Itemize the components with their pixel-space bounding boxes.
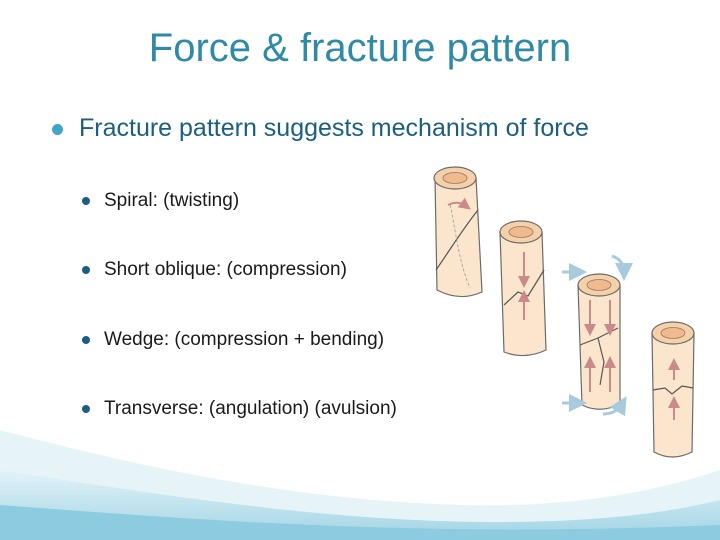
- sub-bullet-text: Short oblique: (compression): [104, 259, 347, 280]
- sub-bullet-spiral: Spiral: (twisting): [82, 190, 239, 212]
- bullet-dot-icon: [82, 197, 90, 205]
- sub-bullet-text: Transverse: (angulation) (avulsion): [104, 398, 397, 419]
- bullet-dot-icon: [82, 405, 90, 413]
- sub-bullet-transverse: Transverse: (angulation) (avulsion): [82, 398, 397, 420]
- sub-bullet-short-oblique: Short oblique: (compression): [82, 259, 347, 281]
- main-bullet-text: Fracture pattern suggests mechanism of f…: [79, 114, 589, 142]
- wedge-fracture-bone: [557, 252, 637, 420]
- sub-bullet-wedge: Wedge: (compression + bending): [82, 329, 384, 351]
- sub-bullet-text: Wedge: (compression + bending): [104, 329, 385, 350]
- sub-bullet-text: Spiral: (twisting): [104, 190, 240, 211]
- spiral-fracture-bone: [432, 158, 490, 308]
- bullet-dot-icon: [82, 336, 90, 344]
- main-bullet: Fracture pattern suggests mechanism of f…: [52, 114, 589, 143]
- slide-title: Force & fracture pattern: [148, 26, 572, 70]
- short-oblique-fracture-bone: [490, 200, 558, 368]
- bullet-dot-icon: [82, 266, 90, 274]
- bullet-dot-icon: [52, 124, 63, 135]
- transverse-fracture-bone: [638, 302, 700, 470]
